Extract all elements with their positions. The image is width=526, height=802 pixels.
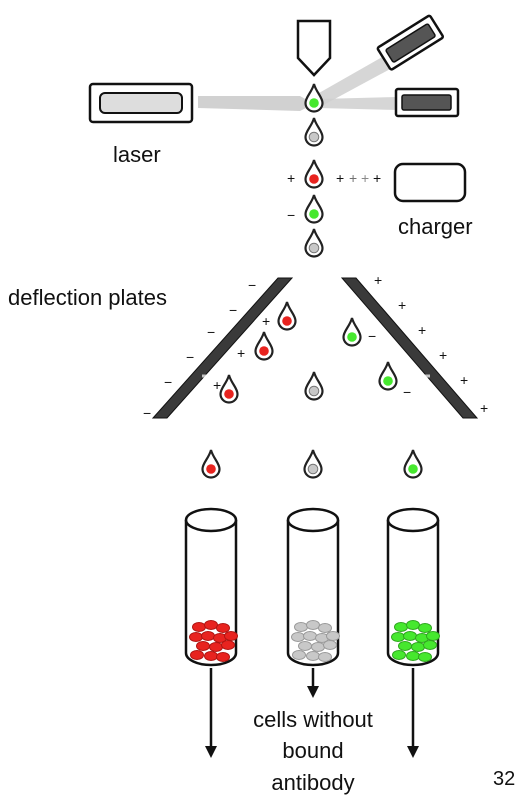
laser-label: laser — [113, 142, 161, 167]
cell — [189, 632, 203, 642]
cell — [418, 623, 432, 633]
cell — [196, 641, 210, 651]
red-droplet — [304, 159, 324, 189]
grey-droplet — [304, 117, 324, 147]
green-droplet — [378, 361, 398, 391]
cell — [391, 632, 405, 642]
deflection-plate-right — [340, 277, 479, 419]
cell — [392, 650, 406, 660]
green-droplet — [304, 194, 324, 224]
cell — [406, 651, 420, 661]
cell — [294, 622, 308, 632]
cells-without-label: cells without — [253, 707, 373, 732]
cell — [204, 620, 218, 630]
cell — [423, 640, 437, 650]
cell — [411, 642, 425, 652]
deflection-plate-left — [151, 277, 294, 419]
bound-label: bound — [282, 738, 343, 763]
minus-sign: − — [207, 324, 215, 340]
cell — [221, 640, 235, 650]
red-droplet — [219, 374, 239, 404]
cell — [216, 652, 230, 662]
green-droplet — [403, 449, 423, 479]
minus-sign: − — [403, 384, 411, 400]
forward-scatter-beam — [318, 97, 398, 110]
cell — [318, 652, 332, 662]
green-droplet — [342, 317, 362, 347]
arrow-middle — [307, 668, 319, 698]
cell — [291, 632, 305, 642]
plus-sign: + — [287, 170, 295, 186]
plus-sign: + — [373, 170, 381, 186]
cell — [406, 620, 420, 630]
antibody-label: antibody — [271, 770, 354, 795]
plus-sign: + — [349, 170, 357, 186]
nozzle — [296, 19, 332, 77]
plus-sign: + — [374, 272, 382, 288]
charge-signs: + + + + + − − − − − − − + + + + + + + + … — [143, 170, 488, 421]
charger-label: charger — [398, 214, 473, 239]
minus-sign: − — [143, 405, 151, 421]
plus-sign: + — [418, 322, 426, 338]
grey-droplet — [304, 228, 324, 258]
cell — [311, 642, 325, 652]
cell — [394, 622, 408, 632]
forward-scatter-detector — [394, 87, 460, 118]
arrow-left — [205, 668, 217, 758]
arrow-right — [407, 668, 419, 758]
laser-device — [88, 82, 194, 124]
plus-sign: + — [213, 377, 221, 393]
minus-sign: − — [186, 349, 194, 365]
cell — [326, 631, 340, 641]
cell — [306, 620, 320, 630]
cell — [224, 631, 238, 641]
minus-sign: − — [248, 277, 256, 293]
side-scatter-detector — [376, 14, 444, 71]
laser-beam — [198, 96, 314, 111]
cell — [418, 652, 432, 662]
grey-droplet — [303, 449, 323, 479]
cell — [292, 650, 306, 660]
minus-sign: − — [287, 207, 295, 223]
cell — [318, 623, 332, 633]
cell — [426, 631, 440, 641]
cell — [190, 650, 204, 660]
red-droplet — [201, 449, 221, 479]
plus-sign: + — [398, 297, 406, 313]
light-beams — [198, 56, 398, 111]
grey-droplet — [304, 371, 324, 401]
minus-sign: − — [229, 302, 237, 318]
plus-sign: + — [460, 372, 468, 388]
tube-cells — [189, 620, 440, 662]
side-scatter-beam — [312, 56, 392, 108]
cell — [209, 642, 223, 652]
cell — [216, 623, 230, 633]
minus-sign: − — [164, 374, 172, 390]
cell — [306, 651, 320, 661]
cell — [201, 631, 215, 641]
cell — [398, 641, 412, 651]
cell — [204, 651, 218, 661]
green-droplet — [304, 83, 324, 113]
cell — [192, 622, 206, 632]
red-droplet — [277, 301, 297, 331]
cell — [298, 641, 312, 651]
droplets — [201, 83, 423, 479]
plus-sign: + — [237, 345, 245, 361]
cell — [323, 640, 337, 650]
charger-box — [393, 162, 467, 203]
minus-sign: − — [368, 328, 376, 344]
cell — [303, 631, 317, 641]
plus-sign: + — [439, 347, 447, 363]
deflection-plates-label: deflection plates — [8, 285, 167, 310]
cell — [403, 631, 417, 641]
slide-number: 32 — [493, 768, 515, 790]
plus-sign: + — [361, 170, 369, 186]
plus-sign: + — [336, 170, 344, 186]
plus-sign: + — [262, 313, 270, 329]
plus-sign: + — [480, 400, 488, 416]
red-droplet — [254, 331, 274, 361]
